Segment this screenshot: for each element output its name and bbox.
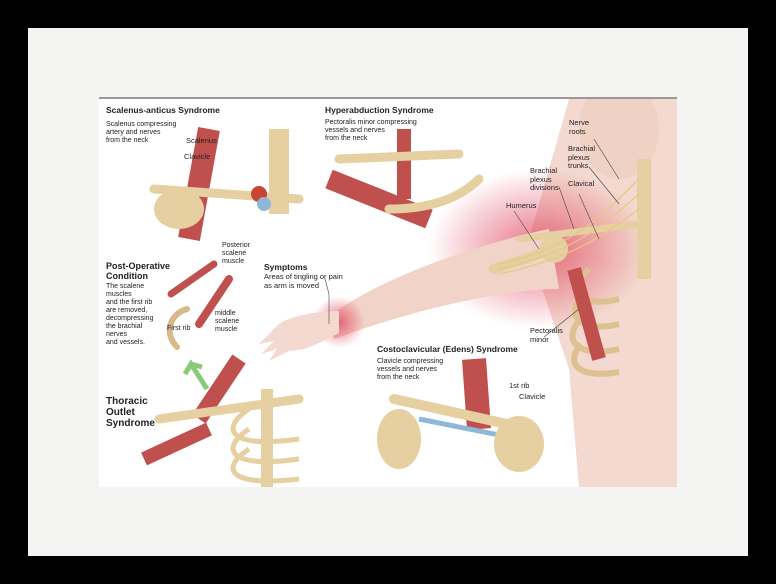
label-middle-scalene: middle scalene muscle <box>215 310 240 334</box>
costoclavicular-description: Clavicle compressing vessels and nerves … <box>377 358 444 382</box>
arm <box>324 229 559 339</box>
costoclavicular-sketch <box>377 358 544 472</box>
label-posterior-scalene: Posterior scalene muscle <box>222 242 251 266</box>
label-1st-rib: 1st rib <box>509 381 530 390</box>
illustration-graphics <box>141 99 677 487</box>
scalenus-sketch <box>149 127 304 241</box>
symptoms-description: Areas of tingling or pain as arm is move… <box>264 272 343 290</box>
scalenus-description: Scalenus compressing artery and nerves f… <box>106 121 177 145</box>
hyperabduction-title: Hyperabduction Syndrome <box>325 105 434 115</box>
hand <box>259 311 339 361</box>
head <box>579 99 659 179</box>
label-brachial-plexus-trunks: Brachial plexus trunks <box>568 144 596 171</box>
postop-title: Post-Operative Condition <box>106 261 171 282</box>
label-clavical: Clavical <box>568 179 595 188</box>
label-scalenus: Scalenus <box>186 136 217 145</box>
label-first-rib: First rib <box>167 325 191 332</box>
postop-sketch <box>166 260 233 391</box>
anatomy-illustration: Scalenus-anticus Syndrome Scalenus compr… <box>99 97 677 487</box>
hyperabduction-description: Pectoralis minor compressing vessels and… <box>325 119 417 143</box>
label-clavicle-costo: Clavicle <box>519 392 546 401</box>
label-pectoralis-minor: Pectoralis minor <box>530 326 563 344</box>
label-humerus: Humerus <box>506 201 537 210</box>
costoclavicular-title: Costoclavicular (Edens) Syndrome <box>377 344 518 354</box>
postop-description: The scalene muscles and the first rib ar… <box>106 283 154 347</box>
hyperabduction-sketch <box>325 129 484 229</box>
leader-lines <box>324 138 620 338</box>
label-nerve-roots: Nerve roots <box>569 118 590 136</box>
thoracic-outlet-title: Thoracic Outlet Syndrome <box>106 396 155 429</box>
label-clavicle: Clavicle <box>184 152 211 161</box>
symptoms-title: Symptoms <box>264 262 308 272</box>
label-brachial-plexus-divisions: Brachial plexus divisions <box>530 166 559 193</box>
scalenus-title: Scalenus-anticus Syndrome <box>106 105 220 115</box>
thoracic-sketch <box>141 354 304 487</box>
